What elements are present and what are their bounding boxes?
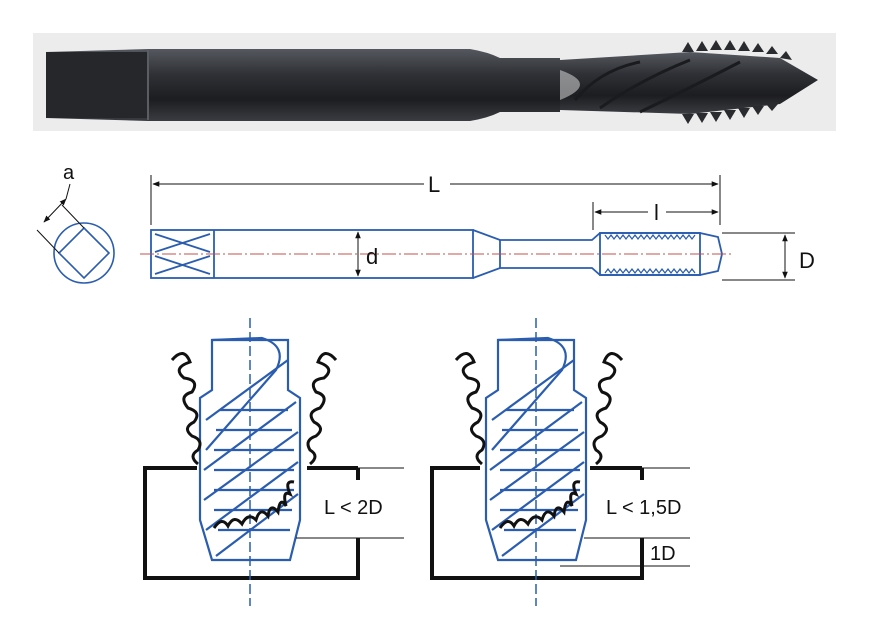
label-d: d [366, 244, 378, 269]
label-D: D [799, 248, 815, 273]
square-drive-outline [57, 226, 111, 280]
label-one-d: 1D [650, 543, 676, 565]
dim-a-arrow [43, 198, 67, 223]
square-drive-photo [46, 52, 148, 118]
shank-circle [53, 222, 115, 284]
label-depth-right: L < 1,5D [606, 497, 681, 519]
label-depth-left: L < 2D [324, 497, 383, 519]
application-left: L < 2D [143, 318, 404, 606]
tap-outline [150, 229, 723, 279]
tap-photo [33, 33, 836, 131]
side-view: L l d D [140, 168, 815, 281]
chips-right [454, 352, 624, 530]
tool-left [198, 336, 302, 562]
label-L: L [428, 172, 440, 197]
label-l: l [654, 200, 659, 225]
workpiece-right [430, 466, 644, 580]
chips-left [170, 352, 338, 530]
end-view: a [36, 162, 115, 284]
workpiece-left [143, 466, 360, 580]
label-a: a [63, 162, 75, 184]
tap-shank-photo [46, 49, 560, 121]
application-right: L < 1,5D 1D [430, 318, 690, 606]
thread-teeth [604, 234, 696, 274]
